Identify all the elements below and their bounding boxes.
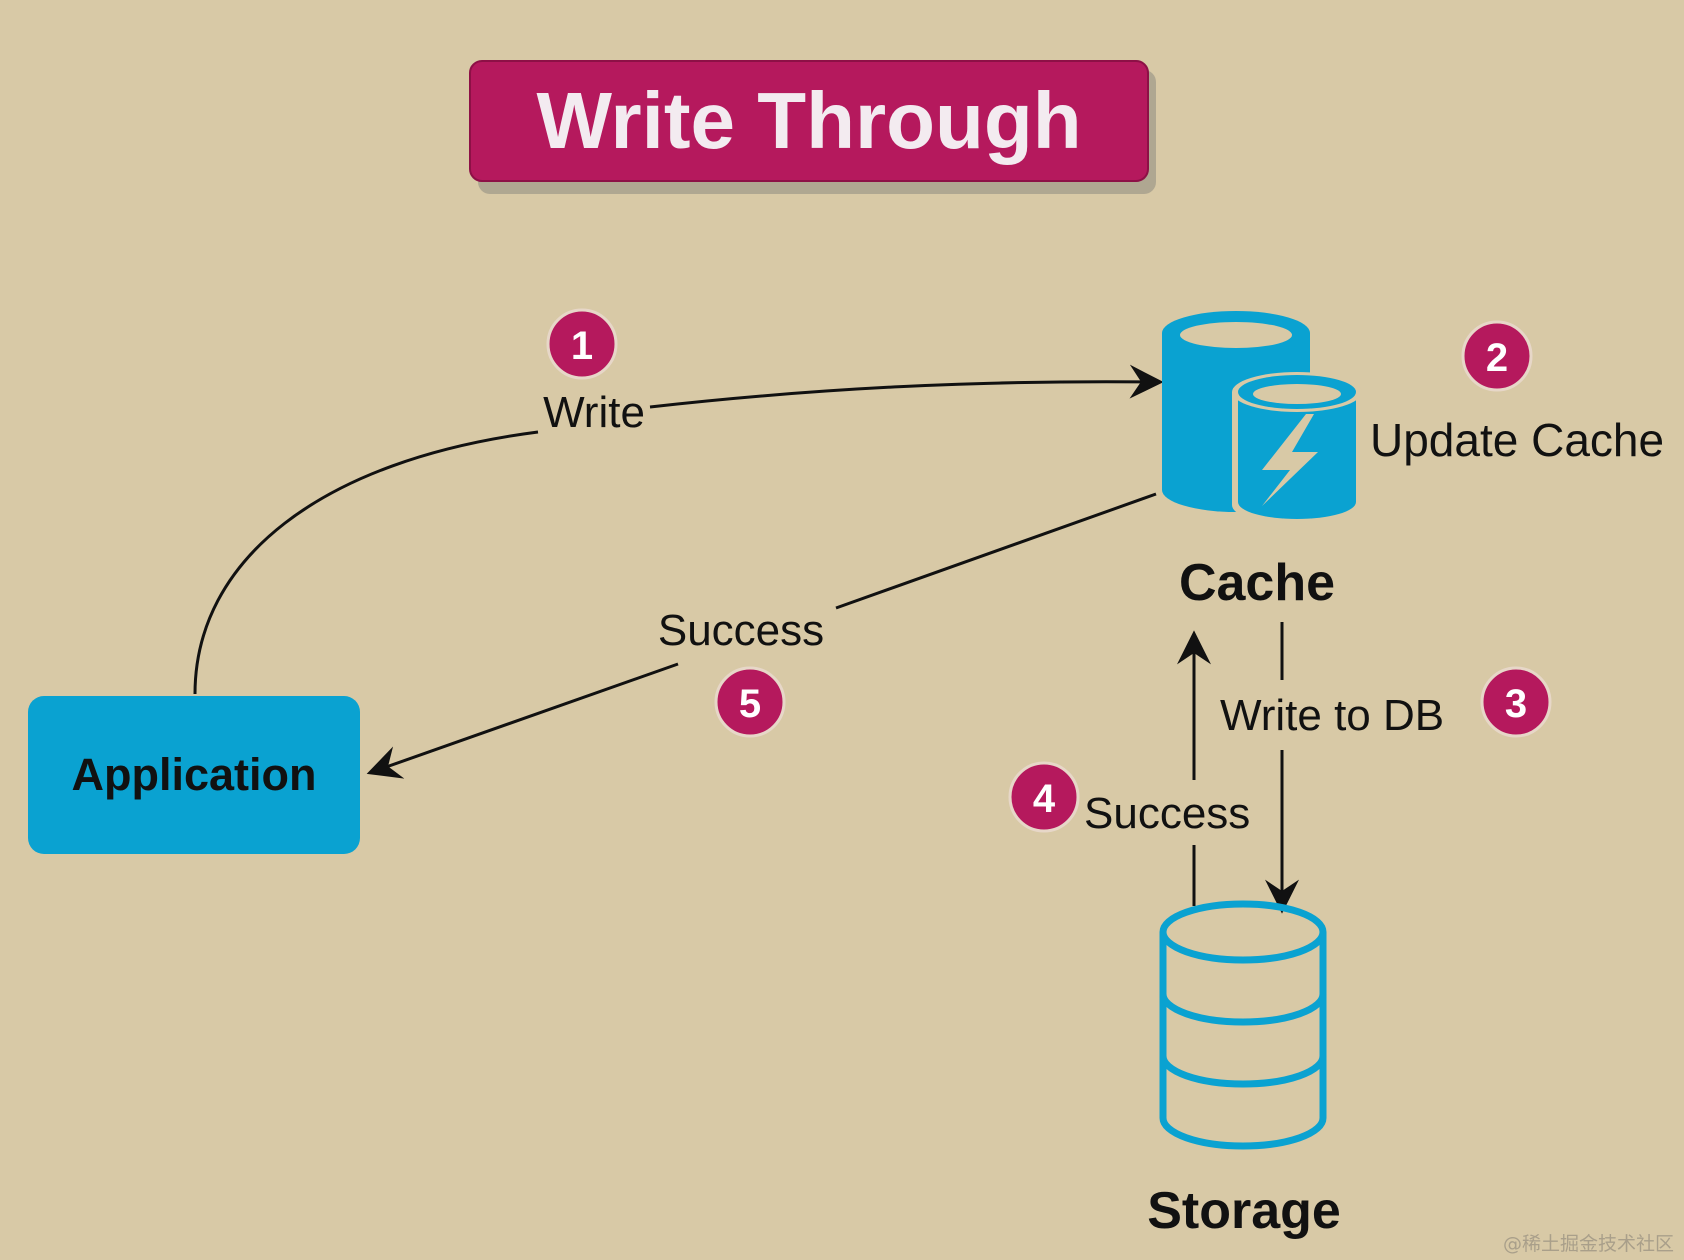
step-3: Write to DB 3 (1220, 666, 1552, 740)
step-2-number: 2 (1486, 336, 1508, 380)
success-return-line (835, 492, 1157, 610)
lightning-icon (1262, 414, 1318, 506)
application-node: Application (28, 696, 360, 854)
step-2: 2 Update Cache (1370, 320, 1664, 466)
step-5: Success 5 (658, 606, 824, 738)
write-arrow (193, 430, 539, 695)
step-1: 1 Write (543, 308, 645, 437)
storage-label: Storage (1147, 1182, 1341, 1240)
step-1-badge (546, 308, 618, 380)
step-1-label: Write (543, 388, 645, 437)
step-4-label: Success (1084, 789, 1250, 838)
success-return-arrow (366, 662, 679, 779)
step-3-label: Write to DB (1220, 691, 1444, 740)
step-4-number: 4 (1033, 777, 1056, 821)
step-5-label: Success (658, 606, 824, 655)
step-2-label: Update Cache (1370, 414, 1664, 466)
application-label: Application (72, 749, 317, 800)
cache-icon (1162, 311, 1362, 525)
step-3-number: 3 (1505, 682, 1527, 726)
title-banner: Write Through (469, 60, 1156, 194)
write-arrow-head-segment (649, 364, 1164, 409)
page-title: Write Through (536, 76, 1081, 165)
watermark-text: @稀土掘金技术社区 (1502, 1233, 1674, 1255)
step-1-number: 1 (571, 324, 593, 368)
step-5-badge (714, 666, 786, 738)
step-2-badge (1461, 320, 1533, 392)
storage-icon (1159, 900, 1327, 1150)
step-3-badge (1480, 666, 1552, 738)
step-5-number: 5 (739, 682, 761, 726)
step-4: 4 Success (1008, 761, 1250, 838)
step-4-badge (1008, 761, 1080, 833)
cache-label: Cache (1179, 554, 1335, 612)
